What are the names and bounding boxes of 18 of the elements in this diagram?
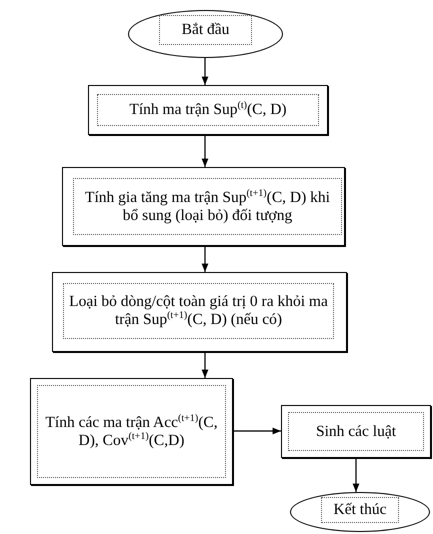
arrow xyxy=(233,428,281,434)
node-label: Tính các ma trận Acc$^{(t+1)}$(C, D), Cov$^{(t+1)}$(C,D) xyxy=(37,385,226,478)
arrow xyxy=(202,246,208,272)
arrow xyxy=(202,352,208,378)
process-box xyxy=(52,272,347,352)
process-box xyxy=(88,85,328,135)
node-label: Sinh các luật xyxy=(288,412,424,451)
node-label: Kết thúc xyxy=(321,497,399,523)
node-label: Loại bỏ dòng/cột toàn giá trị 0 ra khỏi ma trận Sup$^{(t+1)}$(C, D) (nếu có) xyxy=(63,283,334,339)
process-box xyxy=(281,405,431,458)
process-box xyxy=(30,378,233,485)
arrow xyxy=(202,58,208,85)
node-label: Tính gia tăng ma trận Sup$^{(t+1)}$(C, D) khi bổ sung (loại bỏ) đối tượng xyxy=(73,178,342,235)
arrow xyxy=(202,135,208,167)
node-label: Bắt đầu xyxy=(159,15,252,45)
arrow xyxy=(352,458,360,492)
process-box xyxy=(62,167,345,246)
node-label: Tính ma trận Sup$^{(t)}$(C, D) xyxy=(97,94,319,126)
